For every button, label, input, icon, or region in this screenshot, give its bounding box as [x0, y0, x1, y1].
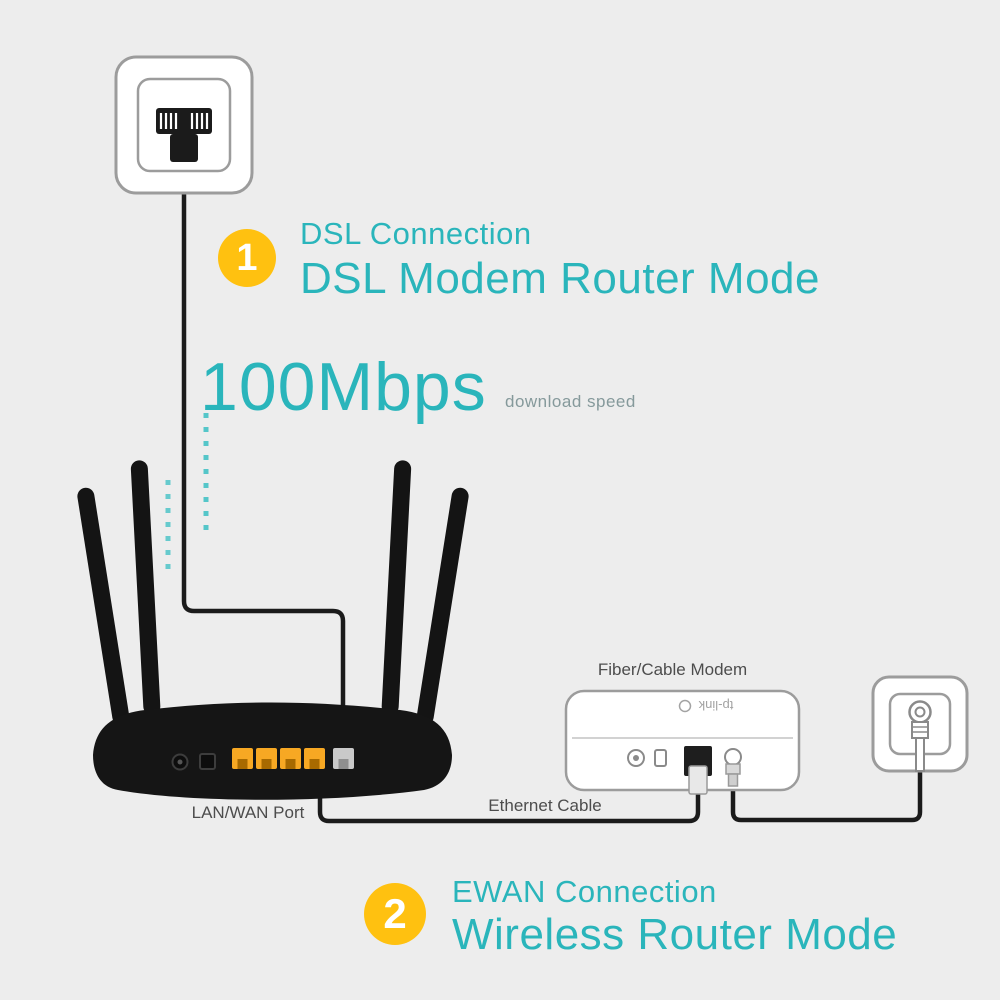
speed-caption: download speed: [505, 392, 636, 411]
ethernet-cable-label: Ethernet Cable: [488, 796, 602, 815]
tplink-logo: tp-link: [678, 698, 733, 713]
step1-number: 1: [236, 236, 258, 279]
modem-ports: [627, 746, 742, 795]
router: [77, 460, 469, 800]
coax-plug-nut: [725, 763, 741, 775]
step1-subtitle: DSL Modem Router Mode: [300, 254, 820, 303]
router-lan-ports: [232, 748, 325, 769]
ethernet-cable: [317, 786, 701, 824]
router-antenna-outer-left: [77, 487, 130, 726]
fiber-cable-modem: tp-link: [564, 689, 801, 795]
router-antenna-outer-right: [416, 487, 469, 726]
coax-cable: [730, 770, 923, 823]
tplink-logo-mark: [678, 699, 692, 713]
router-antenna-inner-right: [381, 460, 412, 716]
step1-badge: 1: [218, 229, 276, 287]
step2-title: EWAN Connection: [452, 874, 717, 909]
coax-connector-threads: [911, 721, 929, 739]
step1-title: DSL Connection: [300, 216, 532, 251]
router-back-panel: [171, 748, 354, 771]
tplink-logo-text: tp-link: [698, 698, 733, 713]
speed-value: 100Mbps: [200, 349, 487, 425]
coax-plug-stem: [727, 773, 739, 787]
ethernet-plug: [688, 765, 708, 795]
step2-subtitle: Wireless Router Mode: [452, 910, 898, 959]
router-power-button: [199, 753, 216, 770]
router-antenna-inner-left: [130, 460, 161, 716]
modem-body: [564, 689, 801, 792]
step2-number: 2: [383, 890, 407, 937]
lan-wan-port-label: LAN/WAN Port: [191, 803, 305, 822]
dsl-cable: [181, 158, 346, 750]
phone-jack-pins: [159, 113, 209, 129]
coax-connector-stem: [915, 737, 925, 772]
modem-switch: [654, 749, 667, 767]
coax-wall-socket: [871, 675, 969, 773]
dsl-wall-socket: [114, 55, 254, 195]
router-dsl-port: [333, 748, 354, 769]
router-power-pin: [177, 759, 183, 765]
phone-jack-icon: [156, 108, 212, 134]
modem-coax-port: [724, 748, 742, 766]
step2-badge: 2: [364, 883, 426, 945]
speed-flow-dots: [165, 413, 209, 575]
modem-power-pin: [633, 755, 639, 761]
fiber-cable-modem-label: Fiber/Cable Modem: [597, 660, 748, 679]
coax-connector-pin: [914, 706, 926, 718]
phone-plug-body: [170, 134, 198, 162]
